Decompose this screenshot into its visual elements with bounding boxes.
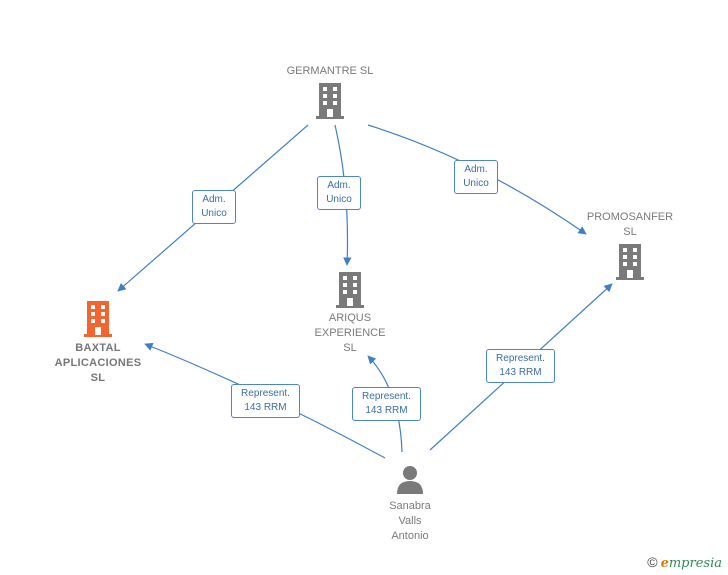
node-promosanfer[interactable]: PROMOSANFER SL	[570, 210, 690, 280]
node-label: BAXTAL APLICACIONES SL	[54, 342, 142, 384]
node-label: GERMANTRE SL	[286, 65, 374, 77]
building-icon	[84, 301, 112, 337]
person-icon	[397, 466, 423, 494]
node-baxtal[interactable]: BAXTAL APLICACIONES SL	[38, 301, 158, 386]
copyright-brand: ©empresia	[647, 554, 722, 571]
node-germantre[interactable]: GERMANTRE SL	[270, 64, 390, 119]
edge-label-germantre-promosanfer: Adm. Unico	[454, 160, 498, 194]
node-sanabra[interactable]: Sanabra Valls Antonio	[350, 464, 470, 544]
edge-label-germantre-baxtal: Adm. Unico	[192, 190, 236, 224]
building-icon	[316, 83, 344, 119]
brand-name: mpresia	[668, 556, 722, 571]
edge-label-germantre-ariqus: Adm. Unico	[317, 176, 361, 210]
edge-label-sanabra-ariqus: Represent. 143 RRM	[352, 387, 421, 421]
building-icon	[336, 272, 364, 308]
building-icon	[616, 244, 644, 280]
brand-initial: e	[660, 556, 669, 571]
edge-label-sanabra-promosanfer: Represent. 143 RRM	[486, 349, 555, 383]
node-label: PROMOSANFER SL	[586, 211, 674, 238]
edge-label-sanabra-baxtal: Represent. 143 RRM	[231, 384, 300, 418]
copyright-symbol: ©	[647, 554, 658, 570]
node-label: ARIQUS EXPERIENCE SL	[314, 312, 386, 354]
node-label: Sanabra Valls Antonio	[389, 500, 431, 542]
node-ariqus[interactable]: ARIQUS EXPERIENCE SL	[290, 272, 410, 356]
